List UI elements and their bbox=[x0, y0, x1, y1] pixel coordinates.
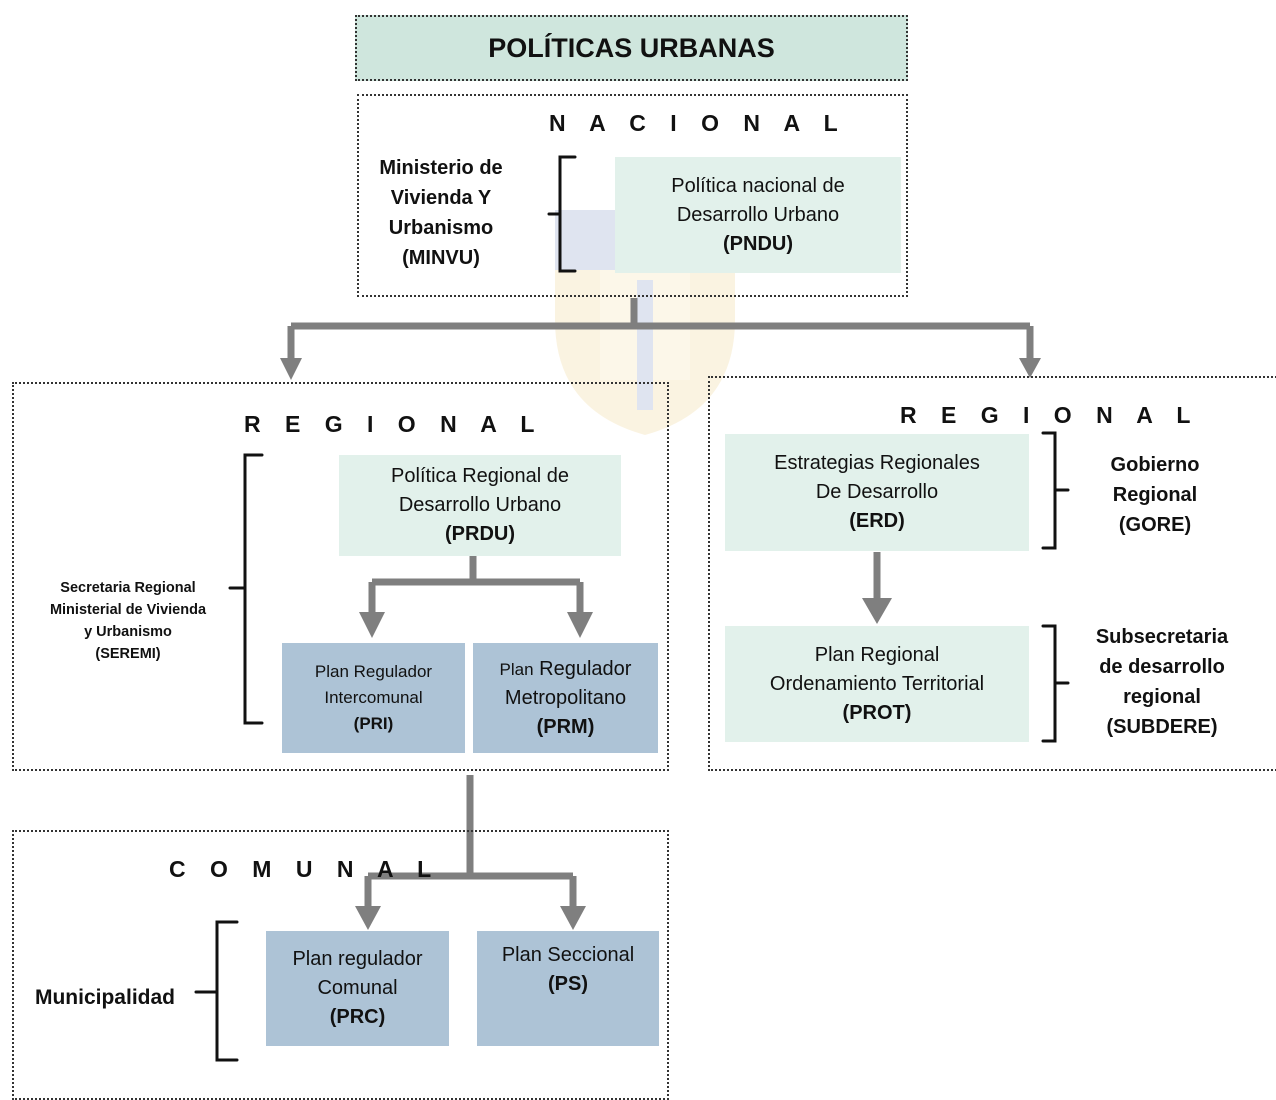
regional-right-label: R E G I O N A L bbox=[900, 402, 1200, 428]
municipalidad-label: Municipalidad bbox=[34, 986, 175, 1009]
seremi-label: Secretaria Regional Ministerial de Vivie… bbox=[49, 580, 207, 662]
nacional-section bbox=[357, 94, 908, 297]
nacional-label: N A C I O N A L bbox=[549, 110, 847, 136]
bracket-gore bbox=[1041, 431, 1070, 550]
subdere-label: Subsecretaria de desarrollo regional (SU… bbox=[1095, 626, 1229, 738]
regional-left-label: R E G I O N A L bbox=[244, 411, 544, 437]
minvu-label: Ministerio de Vivienda Y Urbanismo (MINV… bbox=[379, 157, 503, 269]
prot-box: Plan Regional Ordenamiento Territorial (… bbox=[725, 626, 1029, 742]
prm-box: Plan Regulador Metropolitano (PRM) bbox=[473, 643, 658, 753]
pndu-box: Política nacional de Desarrollo Urbano (… bbox=[615, 157, 901, 273]
ps-box: Plan Seccional (PS) bbox=[477, 931, 659, 1046]
bracket-subdere bbox=[1041, 624, 1070, 743]
regional-right-section bbox=[708, 376, 1276, 771]
prdu-box: Política Regional de Desarrollo Urbano (… bbox=[339, 455, 621, 556]
pri-box: Plan Regulador Intercomunal (PRI) bbox=[282, 643, 465, 753]
gore-label: Gobierno Regional (GORE) bbox=[1110, 454, 1200, 536]
comunal-label: C O M U N A L bbox=[169, 856, 441, 882]
bracket-minvu bbox=[547, 155, 577, 273]
prc-box: Plan regulador Comunal (PRC) bbox=[266, 931, 449, 1046]
bracket-municipalidad bbox=[194, 920, 239, 1062]
erd-box: Estrategias Regionales De Desarrollo (ER… bbox=[725, 434, 1029, 551]
diagram-title: POLÍTICAS URBANAS bbox=[355, 15, 908, 81]
bracket-seremi bbox=[228, 453, 264, 725]
regional-left-section bbox=[12, 382, 669, 771]
